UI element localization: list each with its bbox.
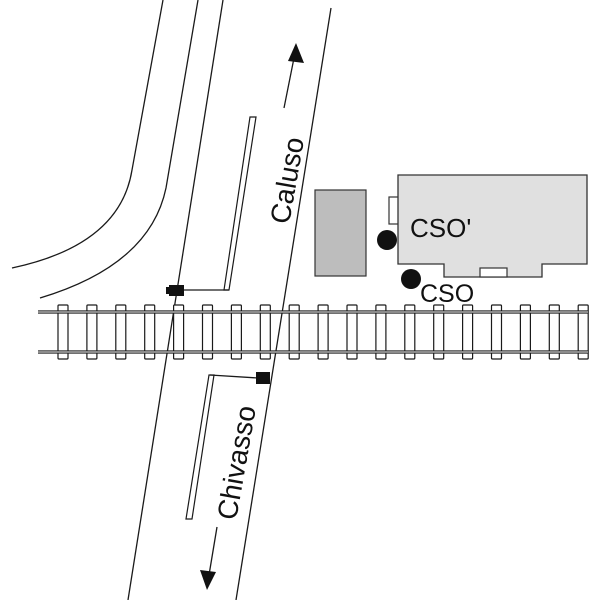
arrow-south-shaft: [208, 526, 218, 576]
direction-north: Caluso: [264, 43, 310, 226]
railway-sleeper: [433, 304, 445, 360]
marker-cso: [401, 269, 421, 289]
railway-sleeper: [144, 304, 156, 360]
railway-sleeper: [404, 304, 416, 360]
barrier-south: [185, 372, 270, 520]
label-chivasso: Chivasso: [211, 403, 262, 522]
grey-block-building: [314, 189, 367, 277]
barrier-motor-north: [169, 285, 184, 296]
building-outline: [397, 174, 588, 278]
railway-sleeper: [375, 304, 387, 360]
railway-sleeper: [230, 304, 242, 360]
railway-sleeper: [519, 304, 532, 360]
railway-sleeper: [346, 304, 358, 360]
railway-sleeper: [317, 304, 329, 360]
railway-track: [38, 310, 588, 354]
arrow-north-shaft: [283, 57, 295, 109]
arrow-north-icon: [288, 43, 304, 63]
barrier-motor-south: [256, 372, 270, 384]
railway-sleeper: [288, 304, 300, 360]
label-cso-prime: CSO': [410, 213, 471, 243]
curved-road-inner-edge: [39, 0, 199, 299]
barrier-arm-north: [223, 116, 257, 291]
railway-sleeper: [201, 304, 214, 360]
marker-cso-prime: [377, 230, 397, 250]
railway-sleeper: [577, 304, 589, 360]
railway-sleeper: [86, 304, 98, 360]
main-road-right-edge: [235, 7, 332, 600]
barrier-arm-south: [185, 374, 215, 520]
railway-sleeper: [548, 304, 560, 360]
railway-sleeper: [115, 304, 127, 360]
railway-sleepers: [57, 304, 589, 360]
barrier-north: [166, 116, 257, 296]
curved-road-outer-edge: [11, 0, 164, 269]
main-road-left-edge: [127, 0, 224, 600]
barrier-cable-south: [209, 374, 259, 379]
railway-sleeper: [173, 304, 185, 360]
label-cso: CSO: [420, 280, 474, 308]
railway-sleeper: [490, 304, 503, 360]
railway-sleeper: [57, 304, 69, 360]
building-door-bottom: [479, 267, 508, 278]
railway-sleeper: [462, 304, 474, 360]
railway-sleeper: [259, 304, 271, 360]
arrow-south-icon: [200, 570, 216, 590]
station-building: CSO': [388, 174, 588, 278]
